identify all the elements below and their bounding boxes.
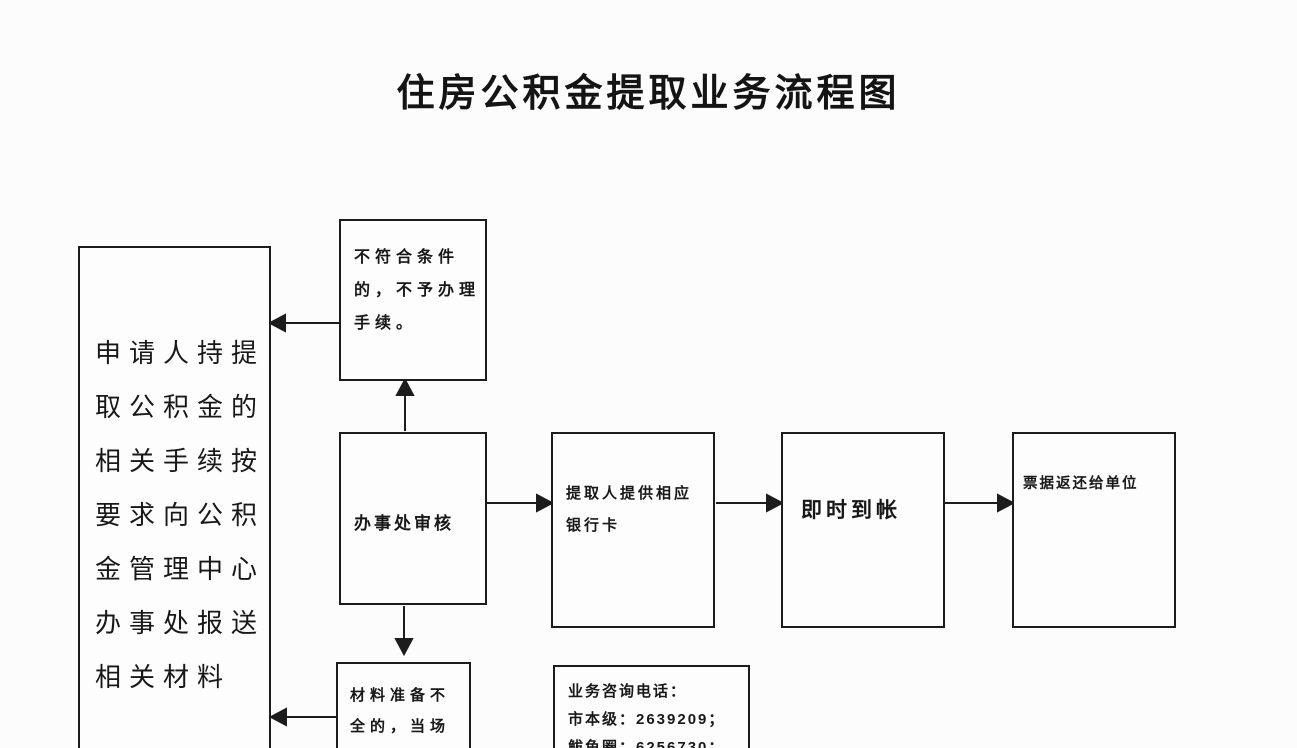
flow-node-instant-credit: 即时到帐 (781, 432, 945, 628)
flow-node-receipt-return: 票据返还给单位 (1012, 432, 1176, 628)
node-text-line: 申请人持提 (95, 338, 266, 368)
page-title: 住房公积金提取业务流程图 (396, 73, 901, 115)
node-text-line: 提取人提供相应 (566, 485, 693, 502)
arrow-review-to-bankcard (487, 493, 555, 513)
node-text-line: 即时到帐 (801, 499, 901, 522)
flow-node-provide-bank-card: 提取人提供相应 银行卡 (551, 432, 715, 628)
node-text-line: 银行卡 (566, 517, 621, 534)
node-text-line: 要求向公积 (95, 500, 266, 530)
node-text-line: 全的，当场 (350, 718, 451, 735)
hotline-city-number: 市本级：2639209； (568, 711, 726, 728)
node-text-line: 相关材料 (95, 662, 232, 692)
arrow-review-to-incomplete (394, 606, 414, 657)
node-text-line: 办事处报送 (95, 608, 266, 638)
node-text-line: 办事处审核 (354, 514, 454, 533)
arrow-review-to-reject (395, 377, 415, 431)
hotline-title: 业务咨询电话： (568, 683, 688, 700)
node-text-line: 票据返还给单位 (1023, 476, 1139, 492)
flow-node-office-review: 办事处审核 (339, 432, 487, 605)
node-text-line: 材料准备不 (350, 687, 451, 704)
arrow-reject-to-applicant (267, 313, 339, 333)
flow-node-hotline-info: 业务咨询电话： 市本级：2639209； 鲅鱼圈：6256730； (553, 665, 750, 748)
hotline-bayuquan-number: 鲅鱼圈：6256730； (568, 739, 726, 748)
flow-node-reject-not-eligible: 不符合条件 的，不予办理 手续。 (339, 219, 487, 381)
arrow-bankcard-to-instant (716, 493, 785, 513)
flow-node-applicant-submission: 申请人持提 取公积金的 相关手续按 要求向公积 金管理中心 办事处报送 相关材料 (78, 246, 271, 748)
node-text-line: 金管理中心 (95, 554, 266, 584)
node-text-line: 取公积金的 (95, 392, 266, 422)
node-text-line: 告知补齐材 (350, 742, 469, 748)
arrow-instant-to-receipt (945, 493, 1016, 513)
node-text-line: 手续。 (354, 315, 418, 332)
flow-node-incomplete-materials: 材料准备不 全的，当场 告知补齐材 (336, 662, 471, 748)
node-text-line: 的，不予办理 (354, 282, 481, 299)
node-text-line: 相关手续按 (95, 446, 266, 476)
arrow-incomplete-to-applicant (268, 707, 336, 727)
node-text-line: 不符合条件 (354, 249, 460, 266)
